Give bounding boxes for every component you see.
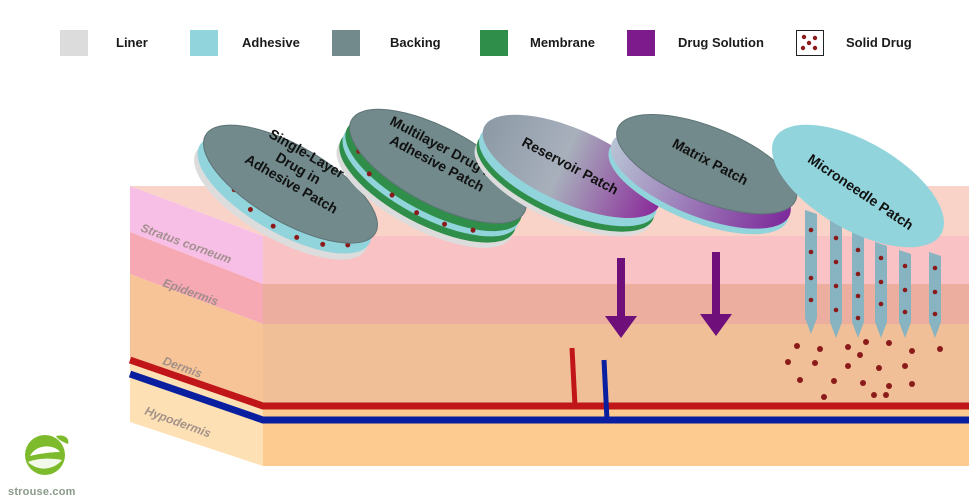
released-drug-particles	[785, 339, 943, 400]
legend-label: Adhesive	[242, 35, 300, 50]
brand-logo	[25, 435, 69, 475]
backing-layer	[203, 124, 378, 244]
membrane-swatch	[480, 30, 508, 56]
legend-label: Backing	[390, 35, 441, 50]
dermis-side	[130, 274, 263, 404]
dermis-front	[263, 324, 969, 404]
legend-label: Drug Solution	[678, 35, 764, 50]
patch-single-layer	[194, 124, 378, 260]
solid-drug-swatch	[796, 30, 824, 56]
liner-swatch	[60, 30, 88, 56]
arrow-head-matrix	[700, 314, 732, 336]
drug-solution-reservoir	[482, 114, 661, 218]
legend: Liner Adhesive Backing Membrane Drug Sol…	[0, 0, 969, 80]
legend-label: Membrane	[530, 35, 596, 50]
drug-solution-swatch	[627, 30, 655, 56]
capillary-red	[569, 347, 578, 407]
patch-multilayer	[336, 108, 527, 248]
arrow-head-reservoir	[605, 316, 637, 338]
backing-layer	[349, 108, 527, 224]
legend-label: Solid Drug	[846, 35, 912, 50]
artery	[128, 356, 969, 410]
patch-microneedle	[772, 124, 944, 338]
microneedles	[805, 210, 941, 338]
backing-swatch	[332, 30, 360, 56]
adhesive-base	[772, 124, 944, 248]
stratum-side	[130, 186, 263, 284]
adhesive-swatch	[190, 30, 218, 56]
brand-name: strouse.com	[8, 486, 76, 498]
patch-matrix	[608, 113, 798, 235]
vein	[128, 370, 969, 424]
stratum-front	[263, 236, 969, 284]
capillary-blue	[601, 359, 610, 421]
epidermis-side	[130, 232, 263, 324]
hypodermis-front	[263, 404, 969, 466]
diffusion-arrows	[605, 252, 732, 338]
backing-layer	[616, 113, 798, 215]
patch-reservoir	[474, 114, 661, 237]
legend-label: Liner	[116, 35, 148, 50]
leaf-icon	[25, 435, 69, 475]
microneedle-drug	[808, 227, 938, 321]
